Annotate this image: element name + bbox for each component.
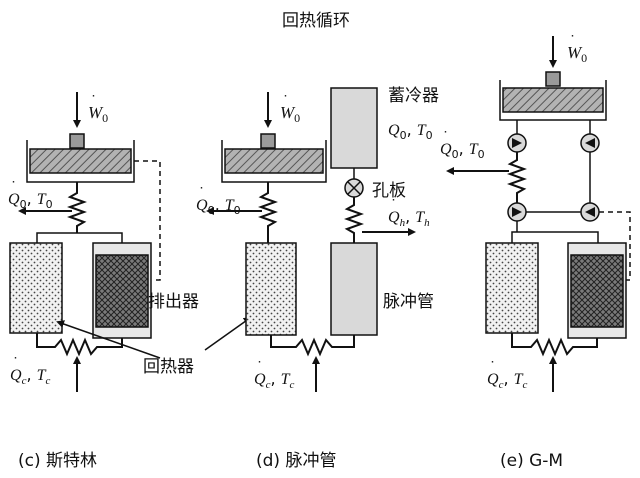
orifice-label: 孔板 — [372, 181, 406, 201]
stirling-dashed-linkage — [134, 160, 161, 281]
gm-warm-heat-exchanger — [507, 152, 527, 203]
pulse-qc-label: Qc, Tc — [254, 369, 295, 391]
qh-dot: ˙ — [390, 198, 397, 214]
gm-bottom-tube — [511, 333, 598, 357]
gm-cooler: W0 ˙ Q0, T0 ˙ — [440, 34, 631, 471]
gm-valve-right-top-arrow — [585, 138, 595, 148]
pulse-bottom-tube — [270, 335, 355, 357]
gm-compressor-piston — [502, 87, 604, 113]
pulse-tube — [330, 242, 378, 336]
stirling-regenerator — [9, 242, 63, 334]
qh-label: Qh, Th — [388, 207, 430, 229]
gm-q0-label: Q0, T0 — [440, 139, 485, 161]
gm-qc-label: Qc, Tc — [487, 369, 528, 391]
stirling-w0-label: W0 — [88, 103, 108, 125]
gm-piston-rod — [545, 71, 561, 87]
gm-valve-right-bottom-arrow — [585, 207, 595, 217]
pulse-compressor-piston — [224, 148, 324, 174]
stirling-compressor-piston — [29, 148, 132, 174]
gm-w0-label: W0 — [567, 43, 587, 65]
stirling-q0-dot: ˙ — [10, 180, 17, 196]
pulse-compressor-cylinder — [221, 140, 327, 183]
gm-q0-dot: ˙ — [442, 130, 449, 146]
gm-displacer — [570, 254, 624, 328]
caption-stirling: (c) 斯特林 — [18, 451, 97, 471]
gm-compressor-cylinder — [499, 80, 607, 121]
stirling-bottom-tube — [36, 333, 123, 357]
diagram-title: 回热循环 — [282, 11, 350, 31]
gm-valve-left-bottom-arrow — [512, 207, 522, 217]
stirling-qc-dot: ˙ — [12, 356, 19, 372]
pulse-piston-rod — [260, 133, 276, 149]
stirling-q0-label: Q0, T0 — [8, 189, 53, 211]
stirling-w0-dot: ˙ — [90, 94, 97, 110]
pulse-tube-cooler: W0 ˙ Q0, T0 ˙ 蓄冷器 Q0, T0 孔板 Qh, Th ˙ 脉 — [196, 86, 439, 471]
gm-top-tube — [511, 231, 599, 243]
stirling-warm-heat-exchanger — [67, 182, 87, 233]
pulse-warm-heat-exchanger — [258, 182, 278, 243]
reservoir-q0-label: Q0, T0 — [388, 120, 433, 142]
pulse-q0-dot: ˙ — [198, 186, 205, 202]
stirling-displacer — [95, 254, 149, 328]
regenerator-pointer-stirling — [56, 320, 161, 359]
stirling-qc-label: Qc, Tc — [10, 365, 51, 387]
gm-qc-dot: ˙ — [489, 360, 496, 376]
pulse-qc-dot: ˙ — [256, 360, 263, 376]
stirling-piston-rod — [69, 133, 85, 149]
reservoir — [330, 87, 378, 169]
pulse-w0-dot: ˙ — [282, 94, 289, 110]
caption-pulse-tube: (d) 脉冲管 — [256, 451, 336, 471]
gm-valve-left-top-arrow — [512, 138, 522, 148]
pulse-regenerator — [245, 242, 297, 336]
regenerator-pointer-pulse — [204, 316, 252, 351]
gm-w0-dot: ˙ — [569, 34, 576, 50]
gm-regenerator — [485, 242, 539, 334]
reservoir-label: 蓄冷器 — [388, 86, 439, 106]
regenerator-label: 回热器 — [143, 357, 194, 377]
pulse-q0-label: Q0, T0 — [196, 195, 241, 217]
displacer-label: 排出器 — [148, 292, 199, 312]
pulse-hot-heat-exchanger — [344, 197, 364, 243]
pulse-w0-label: W0 — [280, 103, 300, 125]
stirling-top-tube — [36, 232, 123, 243]
caption-gm: (e) G-M — [500, 451, 563, 471]
orifice-cross — [347, 181, 361, 195]
stirling-cooler: W0 ˙ Q0, T0 ˙ Qc, Tc ˙ 排出器 回 — [8, 92, 252, 471]
pulse-tube-label: 脉冲管 — [383, 292, 434, 312]
